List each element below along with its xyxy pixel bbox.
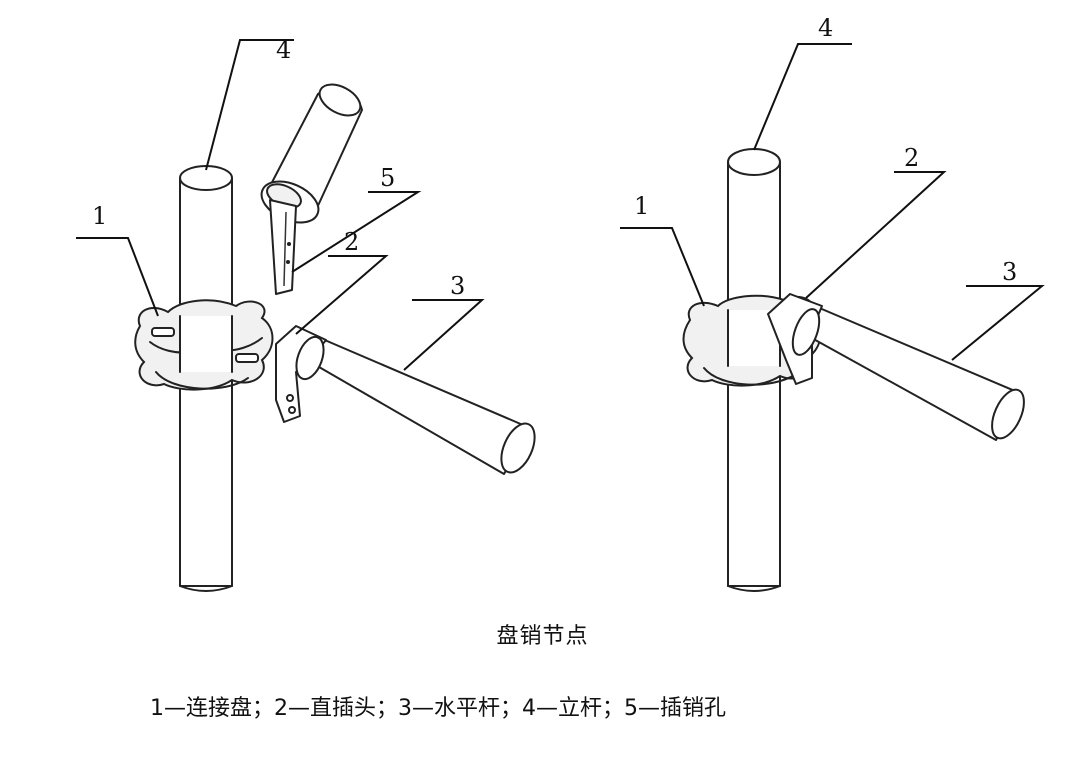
left-upper-tube-with-pin	[260, 83, 363, 295]
left-connecting-disc	[134, 299, 274, 391]
left-label-3: 3	[450, 272, 465, 300]
right-label-1: 1	[634, 192, 649, 220]
right-leader-lines	[620, 43, 1045, 361]
right-label-3: 3	[1002, 258, 1017, 286]
left-label-2: 2	[344, 228, 359, 256]
left-exploded-view: 1 4 5 2 3	[76, 36, 536, 592]
right-assembled-view: 1 4 2 3	[620, 14, 1045, 592]
left-ledger-with-connector	[275, 325, 536, 475]
left-leader-lines	[76, 39, 485, 371]
right-label-2: 2	[904, 144, 919, 172]
figure-legend: 1—连接盘；2—直插头；3—水平杆；4—立杆；5—插销孔	[150, 696, 726, 721]
left-label-4: 4	[276, 36, 291, 64]
right-ledger-with-connector	[767, 293, 1025, 441]
figure-caption: 盘销节点	[496, 624, 589, 649]
left-label-1: 1	[92, 202, 107, 230]
left-label-5: 5	[380, 164, 395, 192]
right-label-4: 4	[818, 14, 833, 42]
